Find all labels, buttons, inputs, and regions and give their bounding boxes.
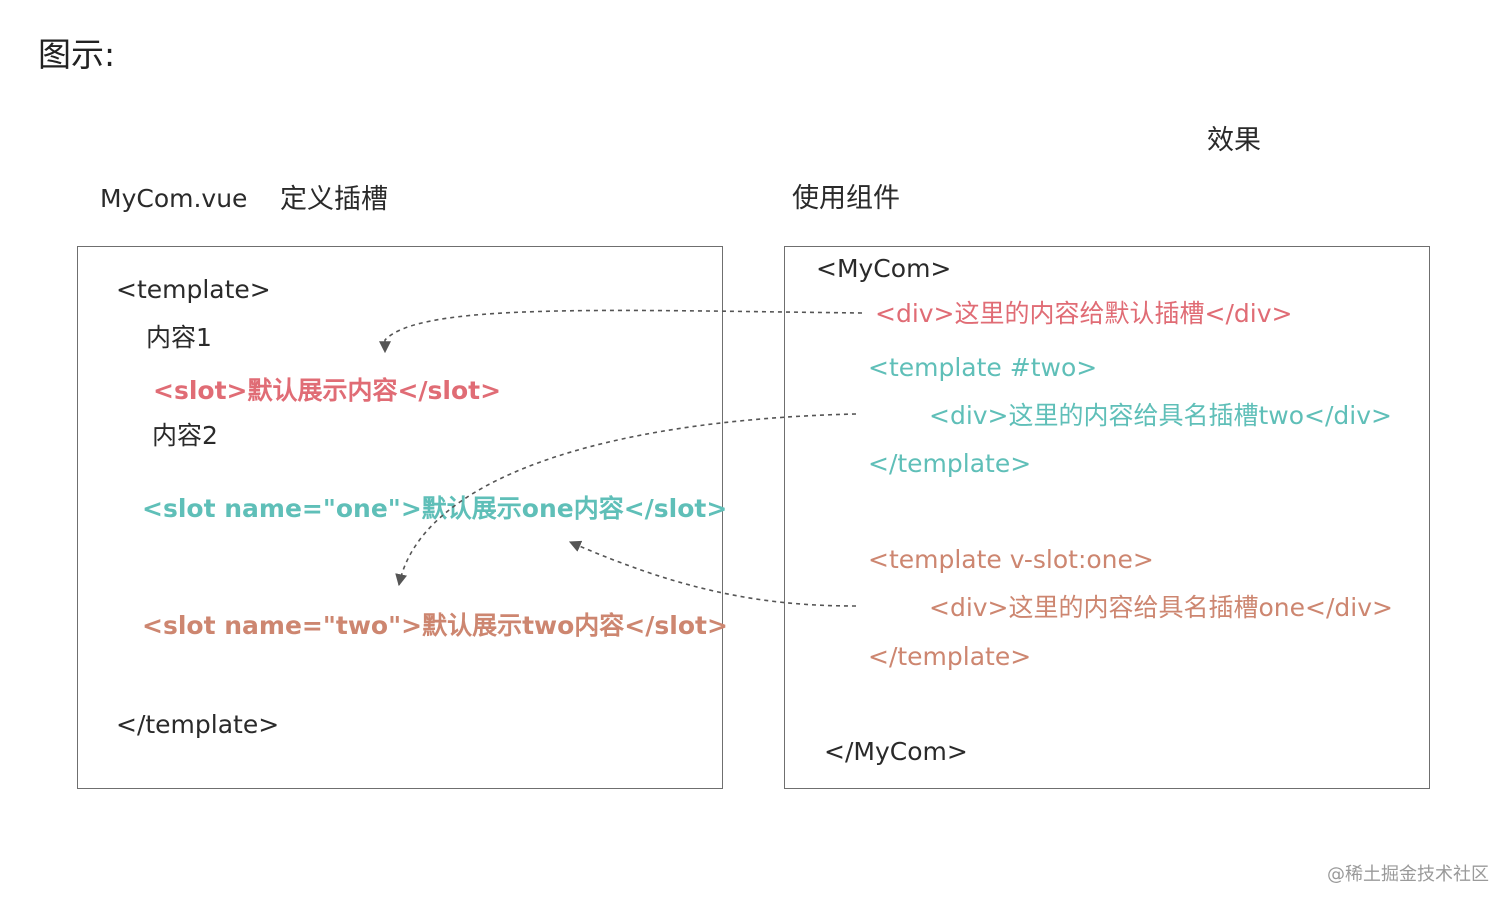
mycom-close-tag: </MyCom> xyxy=(824,737,968,766)
left-content2: 内容2 xyxy=(152,421,218,450)
default-div-line: <div>这里的内容给默认插槽</div> xyxy=(875,299,1293,328)
left-template-open: <template> xyxy=(116,275,271,304)
left-template-close: </template> xyxy=(116,710,280,739)
template-two-close: </template> xyxy=(868,449,1032,478)
left-caption: 定义插槽 xyxy=(280,184,388,215)
slot-two-line: <slot name="two">默认展示two内容</slot> xyxy=(142,611,728,640)
slot-default-line: <slot>默认展示内容</slot> xyxy=(153,376,502,405)
template-one-open: <template v-slot:one> xyxy=(868,545,1154,574)
left-filename: MyCom.vue xyxy=(100,184,248,213)
right-caption: 使用组件 xyxy=(792,183,900,214)
left-content1: 内容1 xyxy=(146,323,212,352)
mycom-open-tag: <MyCom> xyxy=(816,254,952,283)
page-heading: 图示: xyxy=(38,35,116,74)
slot-one-line: <slot name="one">默认展示one内容</slot> xyxy=(142,494,728,523)
template-two-open: <template #two> xyxy=(868,353,1098,382)
template-one-close: </template> xyxy=(868,642,1032,671)
one-div-line: <div>这里的内容给具名插槽one</div> xyxy=(929,593,1393,622)
two-div-line: <div>这里的内容给具名插槽two</div> xyxy=(929,401,1392,430)
effect-label: 效果 xyxy=(1207,125,1261,156)
watermark: @稀土掘金技术社区 xyxy=(1327,864,1489,885)
